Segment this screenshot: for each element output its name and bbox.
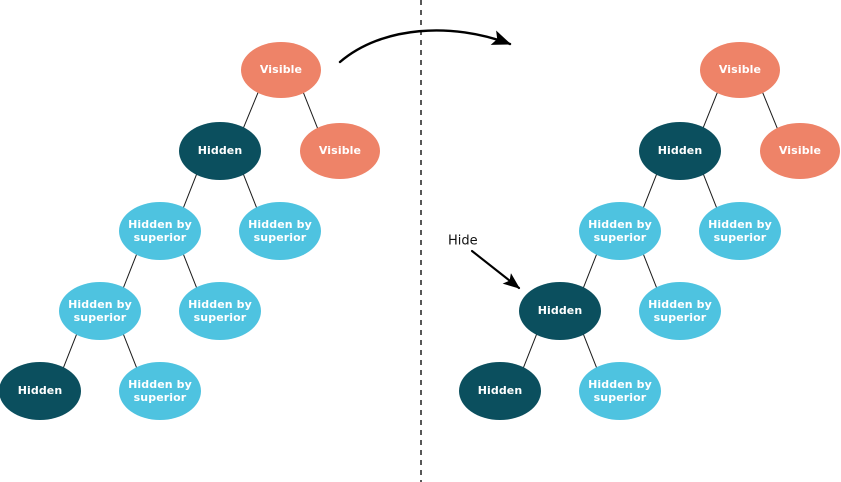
tree-node-visible[interactable]: Visible	[760, 123, 840, 179]
node-label: Visible	[319, 144, 361, 157]
node-ellipse[interactable]	[519, 282, 601, 340]
tree-edge	[122, 252, 138, 290]
node-ellipse[interactable]	[579, 362, 661, 420]
node-ellipse[interactable]	[239, 202, 321, 260]
node-ellipse[interactable]	[699, 202, 781, 260]
node-label: Visible	[719, 63, 761, 76]
node-ellipse[interactable]	[59, 282, 141, 340]
tree-node-visible[interactable]: Visible	[241, 42, 321, 98]
tree-node-hidden[interactable]: Hidden	[179, 122, 261, 180]
tree-edge	[182, 172, 198, 210]
transform-curved-arrow	[338, 29, 512, 64]
tree-edge	[642, 172, 658, 210]
node-label: Hidden	[478, 384, 523, 397]
right-tree-edges	[522, 90, 779, 370]
left-tree-edges	[62, 90, 319, 370]
tree-edge	[522, 332, 538, 370]
tree-edge	[642, 252, 658, 290]
node-ellipse[interactable]	[459, 362, 541, 420]
tree-node-hidden[interactable]: Hidden	[639, 122, 721, 180]
node-ellipse[interactable]	[179, 122, 261, 180]
node-ellipse[interactable]	[119, 362, 201, 420]
tree-edge	[62, 332, 78, 370]
tree-node-hidden[interactable]: Hidden	[519, 282, 601, 340]
node-ellipse[interactable]	[179, 282, 261, 340]
tree-edge	[242, 172, 258, 210]
tree-edge	[122, 332, 138, 370]
tree-node-hidden[interactable]: Hidden	[0, 362, 81, 420]
tree-edge	[182, 252, 198, 290]
node-ellipse[interactable]	[760, 123, 840, 179]
tree-node-hidden[interactable]: Hidden	[459, 362, 541, 420]
tree-edge	[242, 90, 260, 130]
node-label: Visible	[260, 63, 302, 76]
tree-edge	[302, 90, 319, 131]
tree-edge	[701, 90, 719, 130]
tree-edge	[582, 252, 598, 290]
node-ellipse[interactable]	[119, 202, 201, 260]
tree-edge	[582, 332, 598, 370]
tree-node-visible[interactable]: Visible	[700, 42, 780, 98]
tree-edge	[761, 90, 779, 131]
node-label: Hidden	[658, 144, 703, 157]
node-label: Hidden	[18, 384, 63, 397]
node-label: Visible	[779, 144, 821, 157]
node-ellipse[interactable]	[700, 42, 780, 98]
hide-label: Hide	[448, 234, 478, 249]
node-ellipse[interactable]	[579, 202, 661, 260]
node-ellipse[interactable]	[0, 362, 81, 420]
node-ellipse[interactable]	[241, 42, 321, 98]
node-ellipse[interactable]	[639, 122, 721, 180]
node-ellipse[interactable]	[300, 123, 380, 179]
node-label: Hidden	[198, 144, 243, 157]
node-ellipse[interactable]	[639, 282, 721, 340]
node-label: Hidden	[538, 304, 583, 317]
hide-arrow	[470, 249, 521, 290]
tree-node-visible[interactable]: Visible	[300, 123, 380, 179]
tree-edge	[702, 172, 718, 210]
